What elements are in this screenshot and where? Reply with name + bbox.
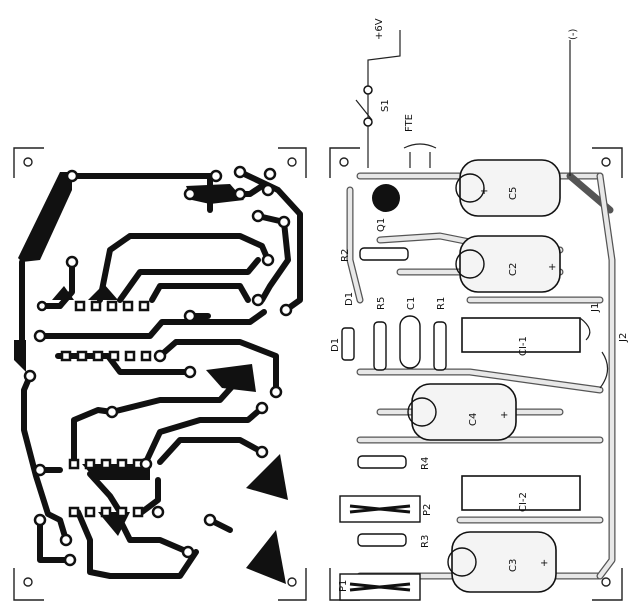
switch-terminal-icon — [363, 117, 373, 127]
label-c3: C3 — [508, 559, 519, 572]
resistor-r4 — [357, 455, 407, 469]
label-j2: J2 — [618, 333, 629, 343]
copper-pads — [23, 165, 293, 567]
capacitor-c1 — [399, 315, 421, 369]
label-c1: C1 — [406, 297, 417, 310]
label-plus-c4: + — [500, 410, 508, 421]
copper-tracks — [21, 169, 303, 579]
label-plus-c5: + — [480, 186, 488, 197]
label-plus-c3: + — [540, 558, 548, 569]
label-r2: R2 — [340, 249, 351, 262]
label-ci2: CI-2 — [518, 492, 529, 512]
capacitor-c5 — [459, 159, 561, 217]
resistor-r1 — [433, 321, 447, 371]
label-p2: P2 — [422, 504, 433, 516]
label-c4: C4 — [468, 413, 479, 426]
corner-marks-left — [13, 147, 307, 601]
diode-d1 — [341, 327, 355, 361]
label-r3: R3 — [420, 535, 431, 548]
resistor-r3 — [357, 533, 407, 547]
label-r4: R4 — [420, 457, 431, 470]
label-source: FTE — [404, 114, 415, 132]
resistor-r2 — [359, 247, 409, 261]
ground-pour — [18, 172, 72, 262]
label-c2: C2 — [508, 263, 519, 276]
label-r1: R1 — [436, 297, 447, 310]
label-c5: C5 — [508, 187, 519, 200]
label-j1: J1 — [590, 303, 601, 313]
resistor-r5 — [373, 321, 387, 371]
label-p1: P1 — [338, 580, 349, 592]
label-plus-c2: + — [548, 262, 556, 273]
copper-layout — [13, 147, 307, 601]
transistor-q1-icon — [372, 184, 400, 212]
capacitor-c2 — [459, 235, 561, 293]
ic-ci1 — [461, 317, 581, 353]
corner-marks-right — [329, 147, 623, 601]
label-d1-top: D1 — [344, 292, 355, 306]
label-q1: Q1 — [376, 218, 387, 232]
components — [339, 159, 609, 601]
supply-terminal-icon — [363, 85, 373, 95]
jumper-j2 — [599, 351, 609, 389]
label-r5: R5 — [376, 297, 387, 310]
label-switch: S1 — [380, 99, 391, 112]
capacitor-c3 — [451, 531, 557, 593]
label-ci1: CI-1 — [518, 336, 529, 356]
jumper-j1 — [579, 317, 591, 341]
ic-ci2 — [461, 475, 581, 511]
label-d1-side: D1 — [330, 338, 341, 352]
supply-wiring — [355, 30, 571, 176]
label-ground: (-) — [568, 28, 579, 40]
capacitor-c4 — [411, 383, 517, 441]
component-labels: +6V S1 FTE (-) Q1 R2 D1 D1 R5 C1 R1 C5 +… — [330, 18, 629, 592]
label-supply: +6V — [374, 18, 385, 40]
component-layout: +6V S1 FTE (-) Q1 R2 D1 D1 R5 C1 R1 C5 +… — [329, 18, 629, 601]
